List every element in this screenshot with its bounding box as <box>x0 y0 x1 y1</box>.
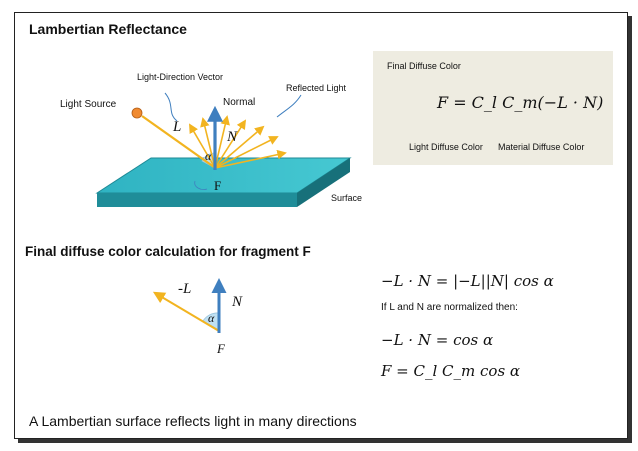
bottom-symbol-N: N <box>232 294 243 310</box>
symbol-L: L <box>173 119 182 135</box>
surface-slab <box>95 157 352 207</box>
bottom-symbol-alpha: α <box>208 311 215 325</box>
symbol-alpha: α <box>205 149 212 163</box>
light-direction-label: Light-Direction Vector <box>137 72 224 82</box>
reflected-rays <box>189 115 287 169</box>
section-subtitle: Final diffuse color calculation for frag… <box>25 244 311 259</box>
callout-light-direction <box>164 92 178 122</box>
equation-dot-product: −L · N = |−L||N| cos α <box>381 272 554 290</box>
reflected-light-label: Reflected Light <box>286 83 347 93</box>
callout-F <box>194 180 208 190</box>
slide-title: Lambertian Reflectance <box>29 21 187 37</box>
bottom-symbol-negL: -L <box>178 281 192 297</box>
symbol-F: F <box>214 178 222 193</box>
normalized-condition: If L and N are normalized then: <box>381 302 518 313</box>
material-diffuse-color-label: Material Diffuse Color <box>498 142 585 152</box>
bottom-negL-vector <box>152 291 220 332</box>
surface-label: Surface <box>331 193 363 203</box>
slide: Lambertian Reflectance <box>14 12 628 439</box>
callout-reflected <box>276 94 302 118</box>
normal-label: Normal <box>223 97 256 108</box>
light-source-label: Light Source <box>60 99 117 110</box>
light-diffuse-color-label: Light Diffuse Color <box>409 142 483 152</box>
slide-caption: A Lambertian surface reflects light in m… <box>29 413 357 429</box>
light-source-dot <box>131 107 143 119</box>
symbol-N: N <box>227 129 238 145</box>
equation-cos: −L · N = cos α <box>381 331 494 349</box>
formula-box: Final Diffuse Color F = C_l C_m(−L · N) … <box>373 51 613 165</box>
incident-line <box>141 115 215 168</box>
final-diffuse-color-label: Final Diffuse Color <box>387 61 461 71</box>
equation-final: F = C_l C_m cos α <box>381 362 521 380</box>
diffuse-equation: F = C_l C_m(−L · N) <box>437 93 604 112</box>
lambert-diagram <box>95 71 504 333</box>
bottom-symbol-F: F <box>217 341 225 356</box>
